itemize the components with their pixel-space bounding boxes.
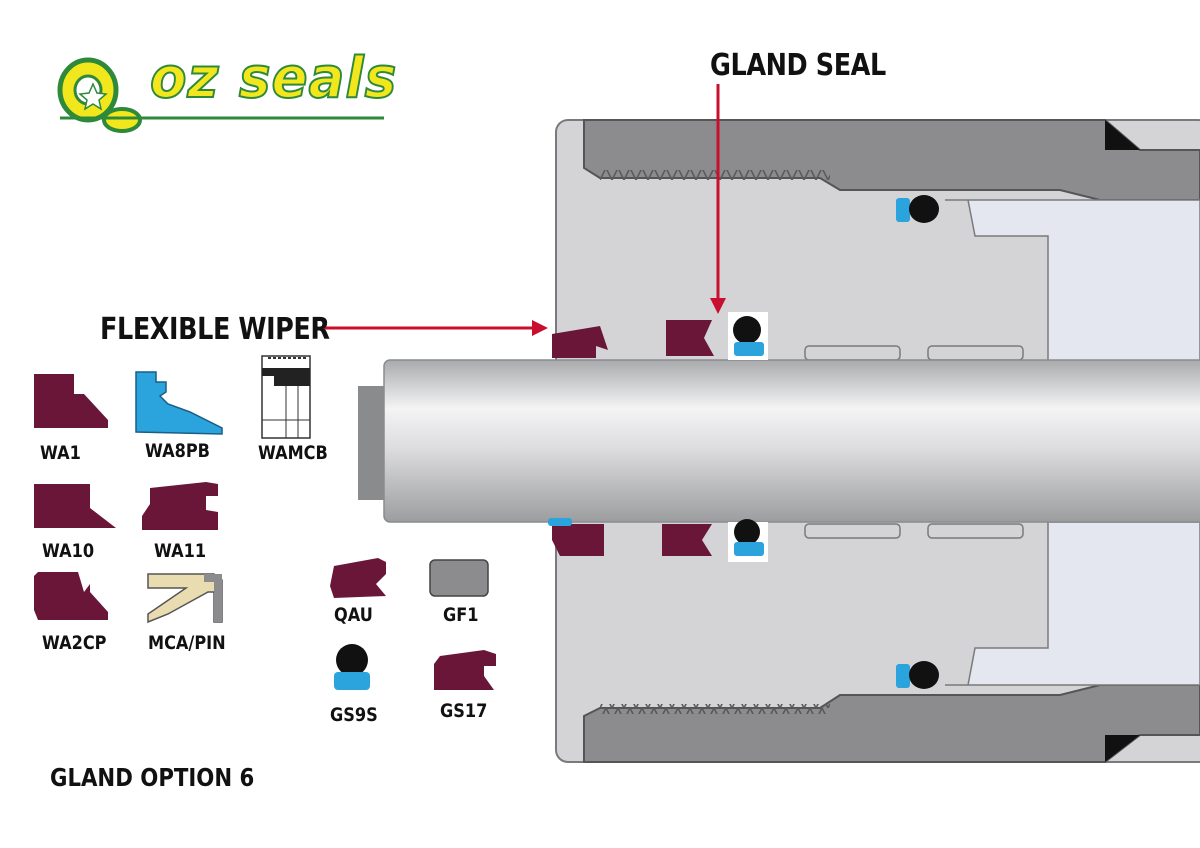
gland-oring-bottom (734, 519, 760, 545)
bearing-groove-1-bottom (804, 523, 901, 539)
piston-rod (358, 359, 1200, 523)
profile-qau-label: QAU (334, 604, 373, 626)
gland-seal-arrow-head (710, 298, 726, 314)
profile-gs9s-label: GS9S (330, 704, 378, 726)
profile-gs9s-backup (334, 672, 370, 690)
bore-bottom (945, 521, 1200, 686)
gland-seal-top (666, 320, 714, 356)
profile-legend (34, 355, 496, 690)
logo-ring-small (102, 107, 142, 133)
rod-body (383, 359, 1200, 523)
thread-top (600, 170, 830, 180)
gland-seal-bottom (662, 524, 712, 556)
backup-ring-top (896, 198, 910, 222)
wiper-bottom (552, 524, 604, 556)
backup-ring-bottom (896, 664, 910, 688)
profile-wa8pb-shape (135, 371, 223, 435)
gland-backup-top (734, 342, 764, 356)
profile-gs17-shape (434, 650, 496, 690)
static-oring-bottom (909, 661, 939, 689)
profile-wa10-shape (34, 484, 116, 528)
flexible-wiper-arrow-head (532, 320, 548, 336)
housing-bevel-top (1105, 120, 1140, 150)
bearing-groove-2-bottom (927, 523, 1024, 539)
bearing-groove-2-top (927, 345, 1024, 361)
profile-wa2cp-shape (34, 572, 108, 620)
gland-option-label: GLAND OPTION 6 (50, 763, 255, 792)
profile-mca-pin-metal (204, 574, 222, 622)
wiper-bottom-accent (548, 518, 572, 526)
profile-mca-pin-label: MCA/PIN (148, 632, 226, 654)
profile-wa2cp-label: WA2CP (42, 632, 107, 654)
profile-qau-shape (330, 558, 386, 598)
installed-seals (548, 312, 768, 562)
logo-star-icon (78, 82, 108, 111)
housing-bevel-bottom (1105, 735, 1140, 762)
wiper-top (552, 326, 608, 358)
gland-oring-top (733, 316, 761, 344)
profile-gs9s-oring (336, 644, 368, 676)
gland-seal-label: GLAND SEAL (710, 48, 886, 83)
profile-gs17-label: GS17 (440, 700, 488, 722)
oz-seals-logo (57, 57, 384, 133)
bearing-groove-1-top (804, 345, 901, 361)
bore-top (945, 199, 1200, 363)
gland-backup-bottom (734, 542, 764, 556)
static-oring-top (909, 195, 939, 223)
callout-arrows (324, 84, 726, 336)
logo-wordmark: oz seals (149, 45, 398, 112)
profile-wamcb-label: WAMCB (258, 442, 328, 464)
profile-wa11-label: WA11 (154, 540, 207, 562)
thread-bottom (600, 704, 830, 714)
profile-wa1-shape (34, 374, 108, 428)
profile-wamcb-shape (261, 355, 311, 439)
profile-wa11-shape (142, 482, 218, 530)
profile-gf1-shape (429, 559, 489, 597)
profile-wa8pb-label: WA8PB (145, 440, 210, 462)
profile-wa1-label: WA1 (40, 442, 81, 464)
profile-wa10-label: WA10 (42, 540, 95, 562)
profile-gf1-label: GF1 (443, 604, 479, 626)
flexible-wiper-label: FLEXIBLE WIPER (100, 312, 330, 347)
